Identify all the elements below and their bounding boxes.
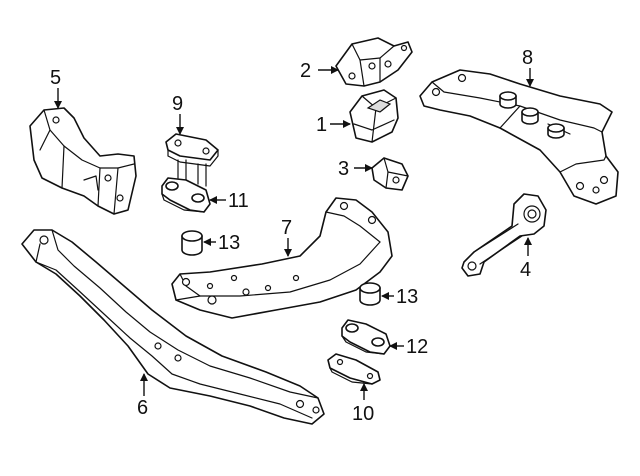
callout-11: 11 — [228, 190, 249, 212]
callout-13-lower: 13 — [396, 286, 418, 308]
callout-13-upper: 13 — [218, 232, 240, 254]
part-4-torque-rod — [461, 193, 547, 277]
part-10-plate — [327, 353, 381, 385]
part-11-mount-cushion — [161, 177, 211, 213]
callout-7: 7 — [281, 217, 292, 239]
part-2-mount-bracket — [335, 37, 413, 87]
callout-1: 1 — [316, 114, 327, 136]
part-13-bushing-upper — [181, 230, 203, 256]
callout-8: 8 — [522, 47, 533, 69]
callout-9: 9 — [172, 93, 183, 115]
part-5-support-bracket — [29, 107, 137, 215]
part-6-front-crossmember — [21, 229, 325, 425]
part-9-stud-plate — [165, 133, 219, 187]
part-13-bushing-lower — [359, 282, 381, 306]
part-8-rear-crossmember — [419, 69, 619, 205]
callout-leaders — [54, 66, 534, 400]
part-7-transmission-crossmember — [171, 197, 393, 319]
part-3-small-bracket — [371, 157, 409, 191]
part-12-mount-cushion — [341, 319, 391, 355]
callout-2: 2 — [300, 60, 311, 82]
callout-10: 10 — [352, 403, 374, 425]
callout-4: 4 — [520, 259, 531, 281]
callout-5: 5 — [50, 67, 61, 89]
callout-12: 12 — [406, 336, 428, 358]
callout-3: 3 — [338, 158, 349, 180]
part-1-engine-mount — [349, 89, 399, 143]
callout-labels: 2 1 3 8 5 9 11 13 7 4 13 12 10 6 — [50, 47, 533, 425]
callout-6: 6 — [137, 397, 148, 419]
